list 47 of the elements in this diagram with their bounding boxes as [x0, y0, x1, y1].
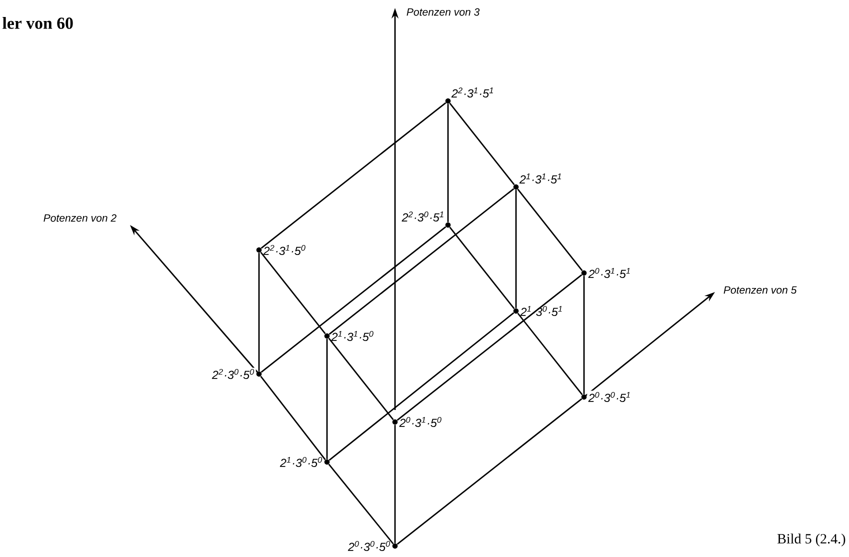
node-label: 2$^{0}$·3$^{0}$·5$^{1}$	[588, 392, 630, 402]
lattice-point: 2$^{2}$·3$^{1}$·5$^{1}$	[445, 86, 496, 104]
lattice-edge	[328, 464, 394, 544]
lattice-edge	[258, 252, 260, 372]
lattice-point: 2$^{1}$·3$^{1}$·5$^{0}$	[324, 330, 376, 342]
lattice-edge	[328, 338, 394, 420]
node-label: 2$^{2}$·3$^{0}$·5$^{0}$	[212, 368, 254, 380]
node-label: 2$^{2}$·3$^{0}$·5$^{1}$	[402, 211, 444, 222]
lattice-edge	[326, 338, 328, 460]
lattice-edge	[396, 274, 582, 421]
lattice-point: 2$^{0}$·3$^{1}$·5$^{1}$	[581, 266, 632, 280]
node-label: 2$^{1}$·3$^{1}$·5$^{0}$	[331, 330, 374, 342]
axis-label: Potenzen von 5	[724, 286, 797, 294]
lattice-point: 2$^{2}$·3$^{0}$·5$^{1}$	[400, 210, 451, 228]
lattice-edge	[517, 312, 583, 396]
axis-label: Potenzen von 3	[406, 8, 480, 16]
node-label: 2$^{0}$·3$^{1}$·5$^{0}$	[399, 416, 442, 428]
lattice-edge	[260, 376, 326, 460]
lattice-point: 2$^{2}$·3$^{1}$·5$^{0}$	[256, 244, 308, 256]
lattice-edge	[260, 226, 446, 373]
lattice-edge	[447, 104, 449, 222]
node-label: 2$^{2}$·3$^{1}$·5$^{0}$	[263, 244, 306, 256]
node-label: 2$^{1}$·3$^{0}$·5$^{0}$	[280, 456, 322, 468]
lattice-edge	[328, 312, 514, 461]
lattice-point: 2$^{0}$·3$^{0}$·5$^{0}$	[346, 540, 398, 552]
lattice-point: 2$^{1}$·3$^{0}$·5$^{0}$	[278, 456, 330, 468]
lattice-point: 2$^{0}$·3$^{1}$·5$^{0}$	[392, 416, 444, 428]
lattice-point: 2$^{2}$·3$^{0}$·5$^{0}$	[210, 368, 262, 380]
lattice-edge	[394, 424, 396, 544]
node-label: 2$^{1}$·3$^{1}$·5$^{1}$	[519, 174, 561, 184]
lattice-edge	[396, 398, 582, 545]
lattice-edge	[515, 190, 517, 308]
lattice-edge	[517, 188, 583, 272]
title: ler von 60	[2, 17, 73, 29]
lattice-edge	[260, 252, 326, 334]
axis-label: Potenzen von 2	[44, 214, 116, 222]
caption: Bild 5 (2.4.)	[777, 534, 846, 546]
lattice-point: 2$^{1}$·3$^{1}$·5$^{1}$	[513, 172, 564, 190]
lattice-edge	[328, 188, 514, 335]
node-label: 2$^{2}$·3$^{1}$·5$^{1}$	[451, 87, 493, 98]
lattice-point: 2$^{0}$·3$^{0}$·5$^{1}$	[581, 390, 632, 404]
node-label: 2$^{0}$·3$^{1}$·5$^{1}$	[588, 268, 630, 278]
node-label: 2$^{0}$·3$^{0}$·5$^{0}$	[348, 540, 390, 552]
lattice-edge	[449, 226, 515, 310]
lattice-edge	[260, 102, 446, 249]
lattice-edge	[583, 276, 585, 394]
lattice-edge	[449, 102, 515, 186]
